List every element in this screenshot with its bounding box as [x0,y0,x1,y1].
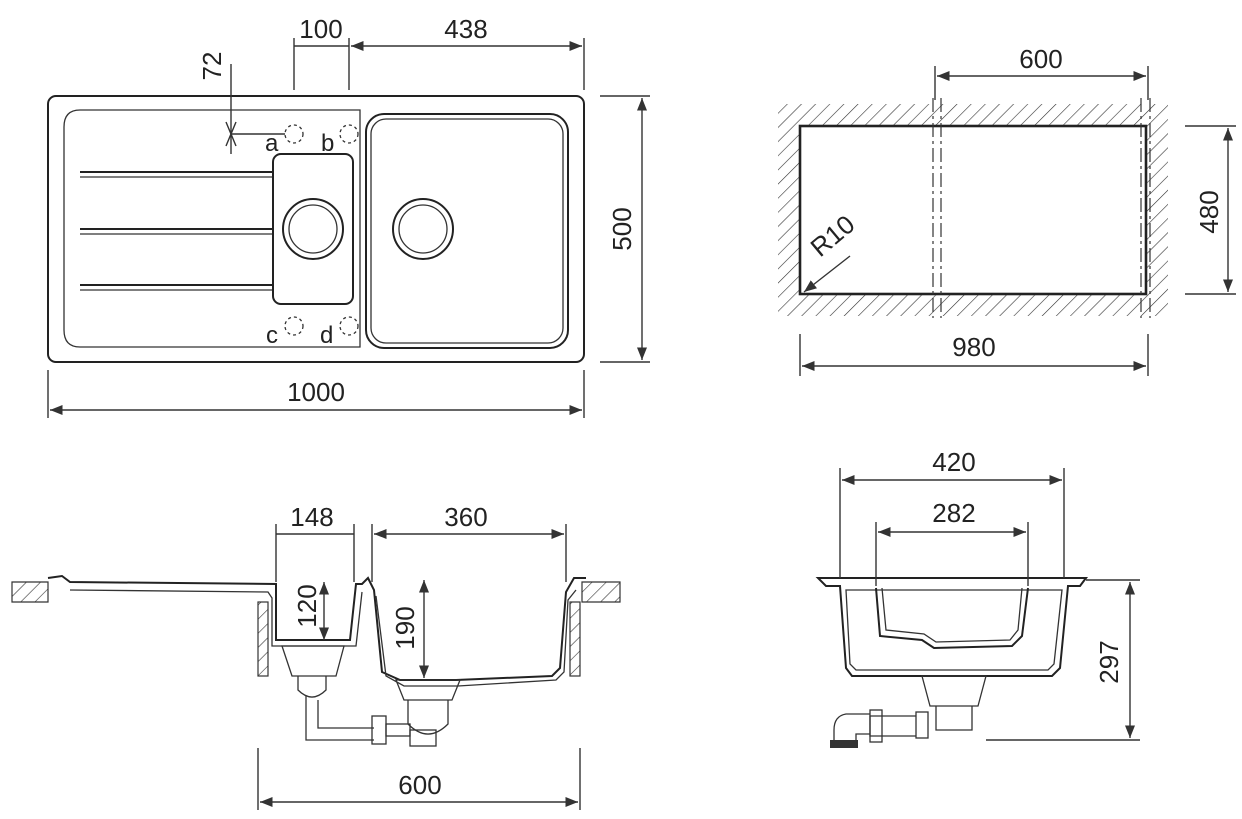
tap-hole-b [339,124,359,144]
dim-cutout-width: 980 [952,332,995,362]
small-drain [281,645,345,677]
inner-basket [875,587,1029,650]
small-bowl [272,153,354,305]
tap-hole-label-d: d [320,322,333,349]
tap-hole-label-c: c [266,322,278,349]
dim-height-overall: 500 [607,207,637,250]
countertop-left [11,581,49,603]
dim-main-bowl-width: 360 [444,502,487,532]
tap-hole-label-b: b [321,130,334,157]
dim-bowl-offset: 100 [299,14,342,44]
cabinet-wall-left [257,601,269,677]
dim-side-top-width: 420 [932,447,975,477]
dim-cutout-height: 480 [1194,190,1224,233]
tap-hole-c [284,316,304,336]
front-section: 148 360 120 190 600 [11,502,621,810]
side-bowl-profile [815,577,1088,677]
waste-pipe [305,696,374,741]
dim-cabinet-width: 600 [398,770,441,800]
radius-leader [803,255,851,293]
tap-hole-d [339,316,359,336]
side-drain [921,675,987,707]
main-drain [395,679,461,701]
cutout-view: R10 600 980 480 [778,44,1236,376]
countertop-right [581,581,621,603]
dim-main-bowl-depth: 190 [390,606,420,649]
side-section: 420 282 297 [815,447,1140,748]
dim-side-depth: 297 [1094,640,1124,683]
small-bowl-drain [282,198,344,260]
main-bowl [365,113,569,349]
drainer-area [63,109,361,348]
sink-outline [47,95,585,363]
dim-half-width: 600 [1019,44,1062,74]
dim-width-overall: 1000 [287,377,345,407]
dim-small-bowl-depth: 120 [292,584,322,627]
dim-bowl-width: 438 [444,14,487,44]
sink-profile [47,574,586,681]
dim-small-bowl-width: 148 [290,502,333,532]
tap-hole-a [284,124,304,144]
top-view: a b c d 1000 500 100 438 72 [47,14,650,418]
tap-hole-label-a: a [265,130,279,157]
dim-tap-offset: 72 [197,52,227,81]
dim-side-inner-width: 282 [932,498,975,528]
cabinet-wall-right [569,601,581,677]
cutout-outline [798,124,1148,296]
main-bowl-drain [392,198,454,260]
